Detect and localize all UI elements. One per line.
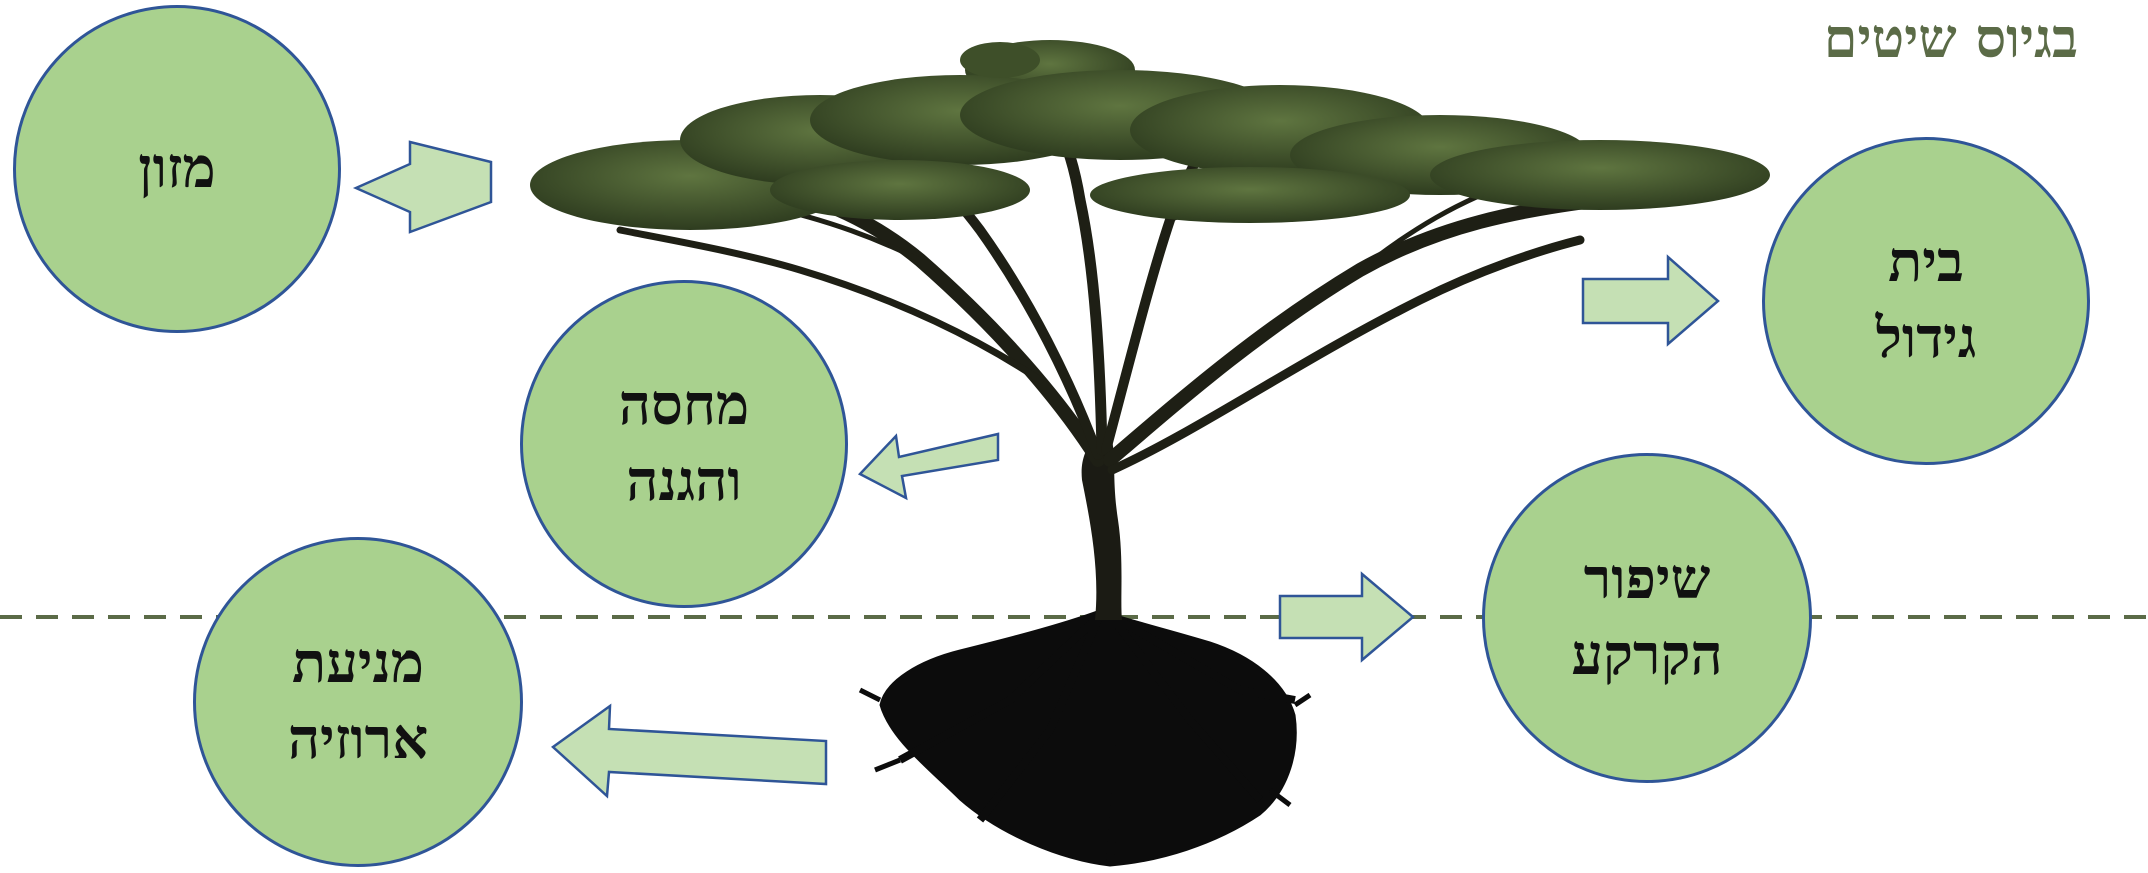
bubble-food-line-1: מזון bbox=[138, 131, 215, 207]
bubble-soil: שיפור הקרקע bbox=[1482, 453, 1812, 783]
bubble-shelter-line-2: והגנה bbox=[626, 444, 741, 520]
bubble-soil-line-1: שיפור bbox=[1584, 542, 1711, 618]
arrow-to-erosion bbox=[553, 706, 826, 796]
arrow-to-soil bbox=[1280, 574, 1413, 660]
bubble-habitat: בית גידול bbox=[1762, 137, 2090, 465]
bubble-erosion: מניעת ארוזיה bbox=[193, 537, 523, 867]
arrow-to-habitat bbox=[1583, 257, 1718, 344]
bubble-soil-line-2: הקרקע bbox=[1571, 618, 1722, 694]
arrow-to-shelter bbox=[860, 434, 998, 498]
bubble-habitat-line-1: בית bbox=[1888, 225, 1964, 301]
tree-canopy bbox=[530, 40, 1770, 230]
diagram-title: בגיוס שיטים bbox=[1824, 6, 2078, 70]
bubble-shelter: מחסה והגנה bbox=[520, 280, 848, 608]
tree-roots bbox=[860, 610, 1310, 866]
arrow-to-food bbox=[356, 142, 491, 232]
bubble-erosion-line-1: מניעת bbox=[292, 626, 424, 702]
bubble-habitat-line-2: גידול bbox=[1876, 301, 1977, 377]
bubble-erosion-line-2: ארוזיה bbox=[288, 702, 428, 778]
bubble-shelter-line-1: מחסה bbox=[619, 368, 749, 444]
bubble-food: מזון bbox=[13, 5, 341, 333]
